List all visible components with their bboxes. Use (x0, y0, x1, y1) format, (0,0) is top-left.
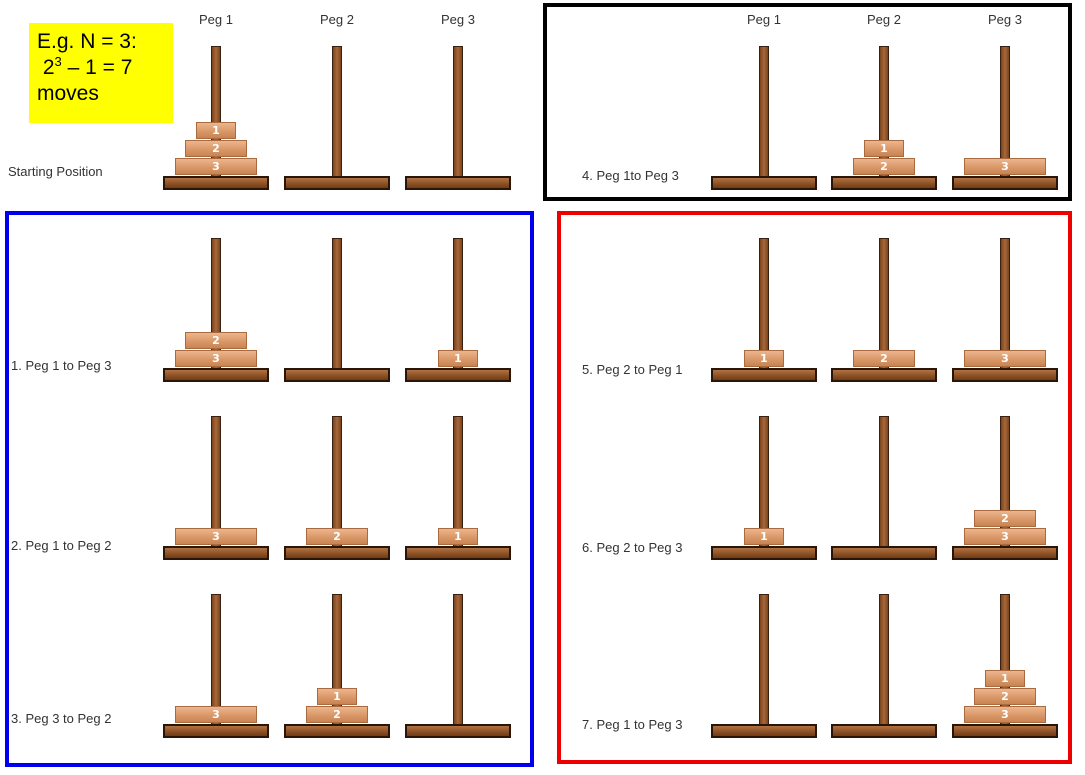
step-label: 2. Peg 1 to Peg 2 (11, 538, 112, 553)
right-header-peg-3: Peg 3 (988, 12, 1022, 27)
disk-3: 3 (175, 706, 257, 723)
step-label: 4. Peg 1to Peg 3 (582, 168, 679, 183)
step-label: 1. Peg 1 to Peg 3 (11, 358, 112, 373)
disk-2: 2 (974, 688, 1036, 705)
right-header-peg-1: Peg 1 (747, 12, 781, 27)
step-label: 7. Peg 1 to Peg 3 (582, 717, 683, 732)
disk-1: 1 (864, 140, 904, 157)
formula-exponent: 3 (54, 54, 62, 69)
disk-2: 2 (306, 528, 368, 545)
disk-3: 3 (175, 350, 257, 367)
peg-base (405, 546, 511, 560)
peg-base (952, 546, 1058, 560)
peg-pole (332, 238, 342, 370)
peg-base (952, 724, 1058, 738)
peg-pole (759, 46, 769, 178)
peg-base (405, 368, 511, 382)
left-header-peg-2: Peg 2 (320, 12, 354, 27)
disk-1: 1 (438, 528, 478, 545)
peg-base (711, 368, 817, 382)
steps-1-3-frame (5, 211, 534, 767)
disk-1: 1 (985, 670, 1025, 687)
peg-base (284, 368, 390, 382)
peg-base (163, 546, 269, 560)
step-label: 3. Peg 3 to Peg 2 (11, 711, 112, 726)
peg-base (405, 176, 511, 190)
disk-3: 3 (964, 706, 1046, 723)
disk-3: 3 (964, 158, 1046, 175)
peg-base (284, 176, 390, 190)
peg-pole (453, 594, 463, 726)
peg-base (952, 368, 1058, 382)
left-header-peg-3: Peg 3 (441, 12, 475, 27)
disk-1: 1 (744, 528, 784, 545)
peg-base (711, 546, 817, 560)
peg-base (711, 176, 817, 190)
peg-base (163, 724, 269, 738)
disk-2: 2 (306, 706, 368, 723)
peg-base (711, 724, 817, 738)
note-formula: 23 – 1 = 7 (37, 55, 165, 81)
peg-pole (879, 594, 889, 726)
formula-rest: – 1 = 7 (61, 56, 133, 79)
disk-1: 1 (196, 122, 236, 139)
disk-2: 2 (185, 140, 247, 157)
steps-5-7-frame (557, 211, 1072, 764)
peg-base (831, 176, 937, 190)
disk-3: 3 (964, 350, 1046, 367)
peg-base (831, 368, 937, 382)
right-header-peg-2: Peg 2 (867, 12, 901, 27)
peg-pole (453, 46, 463, 178)
step-label: Starting Position (8, 164, 103, 179)
disk-3: 3 (175, 158, 257, 175)
peg-base (831, 546, 937, 560)
note-line-1: E.g. N = 3: (37, 30, 137, 53)
step-label: 5. Peg 2 to Peg 1 (582, 362, 683, 377)
peg-base (163, 176, 269, 190)
peg-base (405, 724, 511, 738)
disk-3: 3 (964, 528, 1046, 545)
peg-base (284, 724, 390, 738)
disk-2: 2 (853, 350, 915, 367)
disk-3: 3 (175, 528, 257, 545)
disk-1: 1 (317, 688, 357, 705)
disk-1: 1 (744, 350, 784, 367)
left-header-peg-1: Peg 1 (199, 12, 233, 27)
formula-base: 2 (42, 56, 55, 79)
disk-1: 1 (438, 350, 478, 367)
peg-base (952, 176, 1058, 190)
disk-2: 2 (853, 158, 915, 175)
peg-base (163, 368, 269, 382)
note-line-3: moves (37, 82, 99, 105)
peg-pole (759, 594, 769, 726)
peg-pole (332, 46, 342, 178)
step-4-frame (543, 3, 1072, 201)
peg-base (831, 724, 937, 738)
example-note: E.g. N = 3: 23 – 1 = 7 moves (29, 23, 173, 123)
step-label: 6. Peg 2 to Peg 3 (582, 540, 683, 555)
peg-base (284, 546, 390, 560)
peg-pole (879, 416, 889, 548)
disk-2: 2 (185, 332, 247, 349)
disk-2: 2 (974, 510, 1036, 527)
